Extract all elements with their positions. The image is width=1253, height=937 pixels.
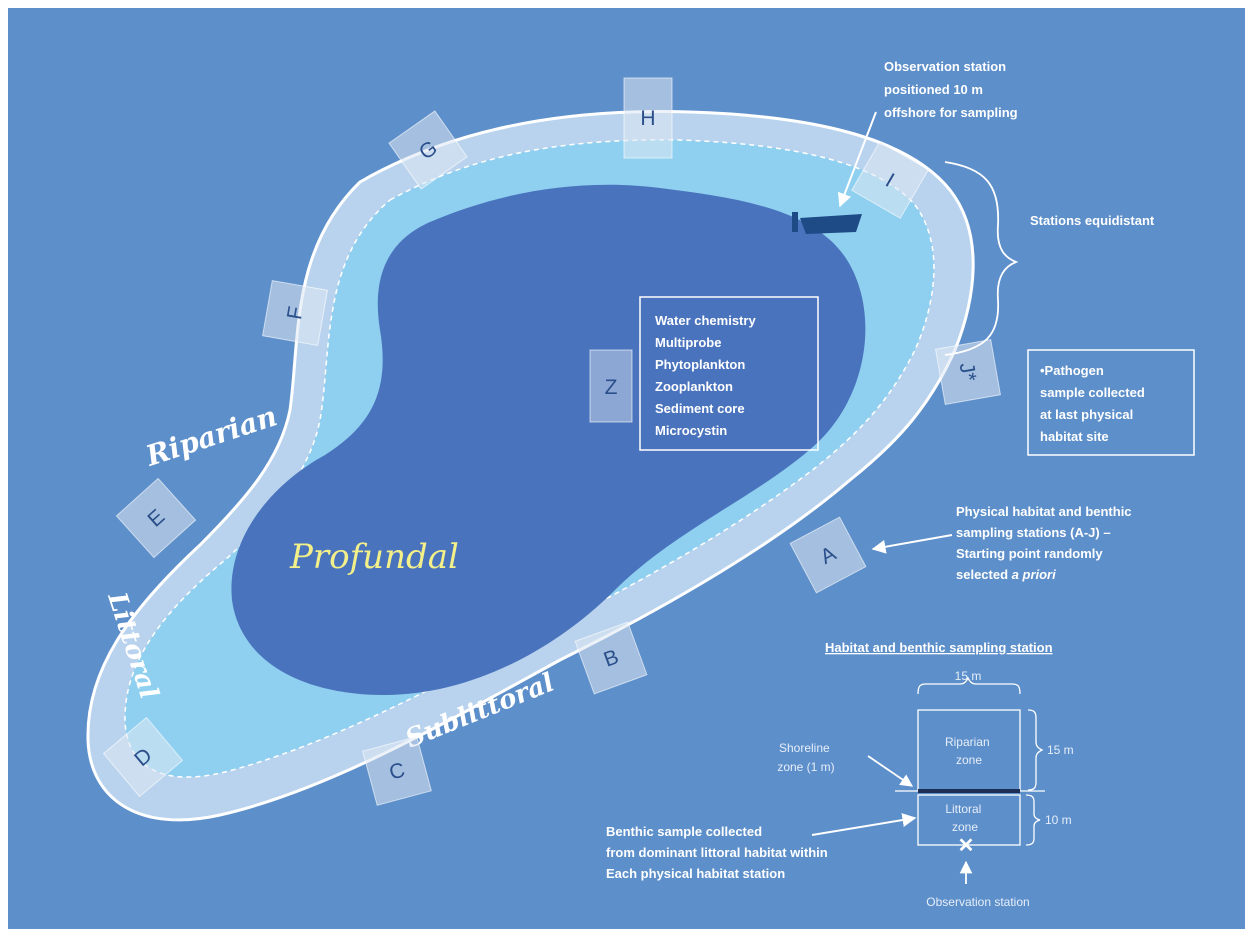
center-list-item: Sediment core bbox=[655, 401, 745, 416]
physical-habitat-callout: Physical habitat and benthic sampling st… bbox=[956, 504, 1135, 582]
littoral-height-label: 10 m bbox=[1045, 813, 1072, 827]
pathogen-box bbox=[1027, 349, 1195, 456]
equidistant-brace bbox=[944, 161, 1019, 356]
profundal-zone-label: Profundal bbox=[289, 537, 459, 577]
center-list-item: Multiprobe bbox=[655, 335, 721, 350]
station-c: C bbox=[362, 736, 432, 806]
station-d: D bbox=[102, 716, 184, 798]
observation-callout-line: offshore for sampling bbox=[884, 105, 1018, 120]
riparian-height-brace bbox=[1027, 709, 1044, 791]
riparian-zone-text: Riparian zone bbox=[945, 735, 993, 767]
shoreline-zone-label: Shoreline zone (1 m) bbox=[777, 741, 834, 774]
pathogen-line: at last physical bbox=[1040, 407, 1133, 422]
littoral-zone-line: zone bbox=[952, 820, 978, 834]
physical-line: sampling stations (A-J) – bbox=[956, 525, 1111, 540]
center-list-item: Water chemistry bbox=[655, 313, 756, 328]
station-z: Z bbox=[589, 349, 633, 423]
littoral-zone-box bbox=[917, 794, 1021, 846]
riparian-zone-line: zone bbox=[956, 753, 982, 767]
center-sampling-list: Water chemistry Multiprobe Phytoplankton… bbox=[655, 313, 759, 438]
station-h-label: H bbox=[640, 107, 655, 130]
station-h: H bbox=[623, 77, 673, 159]
littoral-zone-line: Littoral bbox=[945, 802, 981, 816]
shoreline-strip bbox=[918, 789, 1020, 793]
physical-habitat-arrow bbox=[871, 534, 953, 554]
physical-line-italic: a priori bbox=[1012, 567, 1056, 582]
littoral-height-brace bbox=[1025, 794, 1041, 846]
station-f-label: F bbox=[283, 305, 308, 322]
benthic-callout: Benthic sample collected from dominant l… bbox=[606, 824, 831, 881]
station-a: A bbox=[789, 516, 867, 594]
benthic-arrow bbox=[811, 813, 917, 836]
pathogen-line: habitat site bbox=[1040, 429, 1109, 444]
station-z-label: Z bbox=[605, 376, 618, 399]
observation-arrow bbox=[837, 111, 877, 208]
pathogen-line: sample collected bbox=[1040, 385, 1145, 400]
pathogen-line: •Pathogen bbox=[1040, 363, 1104, 378]
observation-callout-line: Observation station bbox=[884, 59, 1006, 74]
profundal-zone bbox=[231, 184, 866, 695]
benthic-line: Each physical habitat station bbox=[606, 866, 785, 881]
station-b: B bbox=[574, 621, 648, 695]
width-brace bbox=[917, 676, 1021, 695]
riparian-height-label: 15 m bbox=[1047, 743, 1074, 757]
width-label: 15 m bbox=[955, 669, 982, 683]
littoral-zone-text: Littoral zone bbox=[945, 802, 984, 834]
equidistant-label: Stations equidistant bbox=[1030, 213, 1155, 228]
station-diagram-title: Habitat and benthic sampling station bbox=[825, 640, 1053, 655]
station-j: J* bbox=[934, 338, 1002, 406]
shoreline-arrow bbox=[867, 755, 914, 787]
shoreline-line-text: Shoreline bbox=[779, 741, 830, 755]
station-c-label: C bbox=[387, 758, 408, 784]
boat-icon bbox=[792, 212, 862, 234]
benthic-line: from dominant littoral habitat within bbox=[606, 845, 828, 860]
observation-callout: Observation station positioned 10 m offs… bbox=[884, 59, 1018, 120]
physical-line: Starting point randomly bbox=[956, 546, 1103, 561]
shoreline-line-text: zone (1 m) bbox=[777, 760, 834, 774]
physical-line: Physical habitat and benthic bbox=[956, 504, 1132, 519]
station-f: F bbox=[261, 279, 329, 347]
benthic-line: Benthic sample collected bbox=[606, 824, 762, 839]
observation-marker-icon: ✕ bbox=[958, 835, 975, 857]
station-i: I bbox=[851, 141, 929, 219]
observation-callout-line: positioned 10 m bbox=[884, 82, 983, 97]
center-list-item: Zooplankton bbox=[655, 379, 733, 394]
riparian-zone-line: Riparian bbox=[945, 735, 990, 749]
station-e: E bbox=[115, 477, 197, 559]
center-sampling-box bbox=[639, 296, 819, 451]
physical-line: selected bbox=[956, 567, 1012, 582]
observation-station-label: Observation station bbox=[926, 895, 1029, 909]
station-j-label: J* bbox=[955, 361, 981, 383]
center-list-item: Microcystin bbox=[655, 423, 727, 438]
center-list-item: Phytoplankton bbox=[655, 357, 745, 372]
pathogen-note: •Pathogen sample collected at last physi… bbox=[1040, 363, 1148, 444]
station-g: G bbox=[388, 110, 468, 190]
